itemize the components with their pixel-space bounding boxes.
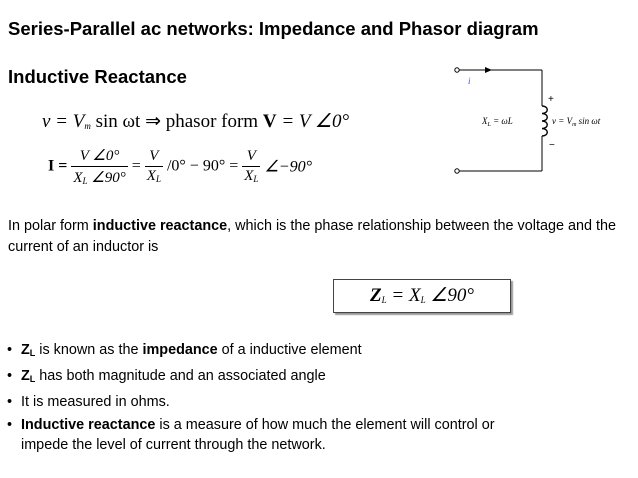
eq2-f2-den-x: X xyxy=(146,168,156,184)
para-text-a: In polar form xyxy=(8,218,93,234)
bullet-item: • ZL has both magnitude and an associate… xyxy=(7,366,633,389)
v-sub: m xyxy=(572,122,577,128)
b1-sub: L xyxy=(29,348,36,358)
b2-sub: L xyxy=(29,374,36,384)
inductor-coil xyxy=(541,105,548,137)
eq2-f1-den-x: X xyxy=(73,170,83,186)
b3-text: It is measured in ohms. xyxy=(21,394,170,410)
b1-bold: impedance xyxy=(142,342,218,358)
eq2-f1-den: XL ∠90° xyxy=(71,167,127,187)
eq2-f2-num: V xyxy=(144,148,163,167)
xl-x: X xyxy=(481,116,488,126)
b4-a: is a measure of how much the element wil… xyxy=(155,417,495,433)
bullet-dot: • xyxy=(7,342,13,358)
eq2-equals-1: = xyxy=(131,157,141,175)
eq1-sub: m xyxy=(84,121,91,131)
eq2-angle-2: ∠−90° xyxy=(264,158,312,176)
bullet-item: • ZL is known as the impedance of a indu… xyxy=(7,340,633,363)
eq2-f2-den: XL xyxy=(145,167,163,185)
z-sub: L xyxy=(381,295,387,305)
z-symbol: Z xyxy=(370,285,382,306)
eq2-fraction-1: V ∠0° XL ∠90° xyxy=(71,146,128,187)
eq2-fraction-2: V XL xyxy=(144,148,163,185)
b1-b: of a inductive element xyxy=(217,342,362,358)
para-text-b: , which is the phase relationship betwee… xyxy=(8,218,616,255)
eq2-f3-num: V xyxy=(242,148,261,167)
bullet-list: • ZL is known as the impedance of a indu… xyxy=(7,340,633,458)
z-rhs: = X xyxy=(386,285,421,306)
eq2-fraction-3: V XL xyxy=(242,148,261,185)
z-angle: ∠90° xyxy=(425,285,474,306)
b1-a: is known as the xyxy=(35,342,143,358)
x-sub: L xyxy=(420,295,426,305)
para-bold: inductive reactance xyxy=(92,218,228,234)
eq1-lhs: v = V xyxy=(42,111,85,132)
bullet-dot: • xyxy=(7,368,13,384)
bullet-dot: • xyxy=(7,394,13,410)
polar-form-paragraph: In polar form inductive reactance, which… xyxy=(8,216,634,258)
eq2-f3-den-x: X xyxy=(244,168,254,184)
b2-text: has both magnitude and an associated ang… xyxy=(35,368,326,384)
eq1-V: V xyxy=(262,111,277,132)
v-rhs: sin ωt xyxy=(576,116,600,126)
v-label: v = V xyxy=(552,116,574,126)
eq2-f1-den-sub: L xyxy=(82,176,88,186)
bullet-item: • It is measured in ohms. xyxy=(7,392,633,412)
xl-label: XL = ωL xyxy=(481,116,513,128)
inductor-circuit-diagram: i XL = ωL + − v = Vm sin ωt xyxy=(454,67,601,174)
bullet-item: • Inductive reactance is a measure of ho… xyxy=(7,415,633,455)
eq2-f3-den: XL xyxy=(242,167,260,185)
xl-rhs: = ωL xyxy=(491,116,513,126)
current-label: i xyxy=(468,76,471,86)
eq2-f2-den-sub: L xyxy=(155,174,161,184)
xl-sub: L xyxy=(487,122,492,128)
top-terminal xyxy=(454,67,460,73)
impedance-box: ZL = XL ∠90° xyxy=(333,279,511,313)
section-subtitle: Inductive Reactance xyxy=(8,66,187,87)
current-phasor-equation: I = V ∠0° XL ∠90° = V XL /0° − 90° = V X… xyxy=(48,146,428,200)
minus-sign: − xyxy=(549,140,555,151)
eq1-rhs: = V ∠0° xyxy=(276,111,350,132)
current-arrow xyxy=(485,67,492,73)
b4-b: impede the level of current through the … xyxy=(21,437,326,453)
eq2-I: I = xyxy=(48,157,68,175)
b2-z: Z xyxy=(21,368,30,384)
eq2-f1-den-angle: ∠90° xyxy=(87,170,126,186)
eq2-angle-1: /0° − 90° = xyxy=(166,157,239,175)
voltage-label: v = Vm sin ωt xyxy=(552,116,601,128)
slide-title: Series-Parallel ac networks: Impedance a… xyxy=(8,18,539,39)
b1-z: Z xyxy=(21,342,30,358)
bullet-dot: • xyxy=(7,417,13,433)
bottom-terminal xyxy=(454,168,460,174)
eq2-f1-num: V ∠0° xyxy=(71,146,128,167)
plus-sign: + xyxy=(548,94,554,105)
voltage-phasor-equation: v = Vm sin ωt ⇒ phasor form V = V ∠0° xyxy=(42,110,349,133)
eq2-f3-den-sub: L xyxy=(253,174,259,184)
eq1-mid: sin ωt ⇒ phasor form xyxy=(90,111,263,132)
b4-bold: Inductive reactance xyxy=(21,417,156,433)
